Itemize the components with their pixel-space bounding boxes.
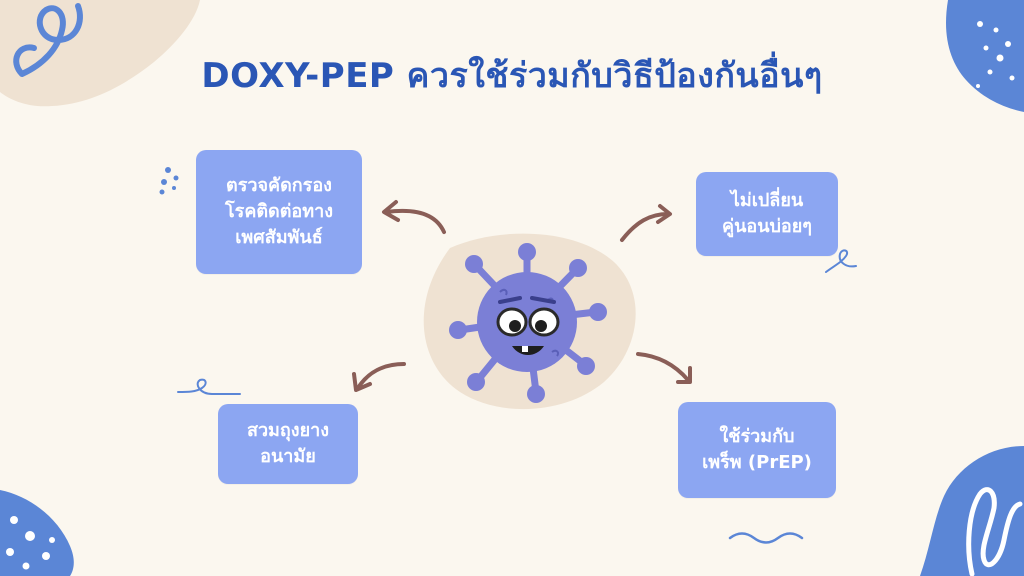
virus-mascot-icon xyxy=(449,243,607,403)
squiggle-doodle-right-top xyxy=(825,249,857,273)
squiggle-doodle-left-bottom xyxy=(177,378,241,395)
top-right-dots xyxy=(976,21,1015,88)
top-left-loop-doodle xyxy=(13,3,83,77)
card-line: สวมถุงยาง xyxy=(246,420,330,441)
curved-arrow-icon-top-right xyxy=(620,204,672,242)
card-line: ไม่เปลี่ยน xyxy=(730,190,804,211)
card-prep: ใช้ร่วมกับ เพร็พ (PrEP) xyxy=(678,402,836,498)
card-line: เพศสัมพันธ์ xyxy=(235,227,323,248)
bottom-left-dots xyxy=(6,516,55,570)
bottom-left-blob xyxy=(0,490,74,576)
card-line: โรคติดต่อทาง xyxy=(224,201,334,222)
card-line: ใช้ร่วมกับ xyxy=(719,426,795,447)
card-std-screening: ตรวจคัดกรอง โรคติดต่อทาง เพศสัมพันธ์ xyxy=(196,150,362,274)
card-line: ตรวจคัดกรอง xyxy=(226,175,332,196)
curved-arrow-icon-bottom-left xyxy=(352,362,406,392)
card-line: เพร็พ (PrEP) xyxy=(702,452,812,473)
page-title: DOXY-PEP ควรใช้ร่วมกับวิธีป้องกันอื่นๆ xyxy=(201,56,823,96)
bottom-right-scribble xyxy=(966,487,1023,576)
card-partners: ไม่เปลี่ยน คู่นอนบ่อยๆ xyxy=(696,172,838,256)
curved-arrow-icon-top-left xyxy=(382,200,446,234)
curved-arrow-icon-bottom-right xyxy=(636,352,692,384)
wave-doodle-bottom-right xyxy=(728,532,804,544)
top-left-blob xyxy=(0,0,200,107)
top-right-blob xyxy=(946,0,1024,112)
card-line: คู่นอนบ่อยๆ xyxy=(722,216,812,237)
card-line: อนามัย xyxy=(260,446,316,467)
card-condom: สวมถุงยาง อนามัย xyxy=(218,404,358,484)
sparkle-doodle-left xyxy=(159,167,179,195)
